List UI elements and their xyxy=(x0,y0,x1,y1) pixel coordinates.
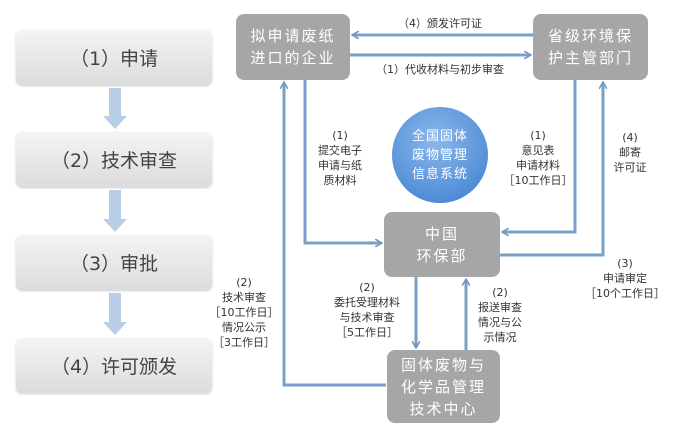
label-collect: （1）代收材料与初步审查 xyxy=(376,63,504,76)
label-submit: (1) 提交电子 申请与纸 质材料 xyxy=(318,129,362,187)
label-mail: (4) 邮寄 许可证 xyxy=(613,131,647,174)
down-arrow-icon xyxy=(103,116,127,129)
node-enterprise: 拟申请废纸 进口的企业 xyxy=(236,14,350,80)
node-tech-center: 固体废物与 化学品管理 技术中心 xyxy=(387,350,500,423)
arrow-lines xyxy=(109,35,603,387)
label-opinion: (1) 意见表 申请材料 ［10工作日］ xyxy=(503,129,573,187)
arrow-center-to-enterprise xyxy=(284,83,386,387)
label-report: (2) 报送审查 情况与公 示情况 xyxy=(478,286,522,344)
down-arrow-icon xyxy=(103,219,127,232)
label-approve: (3) 申请审定 ［10个工作日］ xyxy=(585,257,665,300)
node-info-system: 全国固体 废物管理 信息系统 xyxy=(392,107,488,203)
label-tech-review: (2) 技术审查 ［10工作日］ 情况公示 ［3工作日］ xyxy=(209,276,279,349)
step-tech-review: （2）技术审查 xyxy=(16,132,212,187)
step-approval: （3）审批 xyxy=(16,235,212,290)
down-arrow-icon xyxy=(103,322,127,335)
label-issue-license: （4）颁发许可证 xyxy=(398,17,482,30)
node-province: 省级环境保 护主管部门 xyxy=(533,14,648,80)
arrow-mep-to-province xyxy=(500,83,603,257)
arrow-province-to-mep xyxy=(503,80,577,232)
step-license-issue: （4）许可颁发 xyxy=(16,338,212,393)
label-entrust: (2) 委托受理材料 与技术审查 ［5工作日］ xyxy=(334,281,400,339)
arrow-enterprise-to-mep xyxy=(303,80,381,243)
node-mep: 中国 环保部 xyxy=(384,212,500,277)
step-apply: （1）申请 xyxy=(16,30,212,85)
